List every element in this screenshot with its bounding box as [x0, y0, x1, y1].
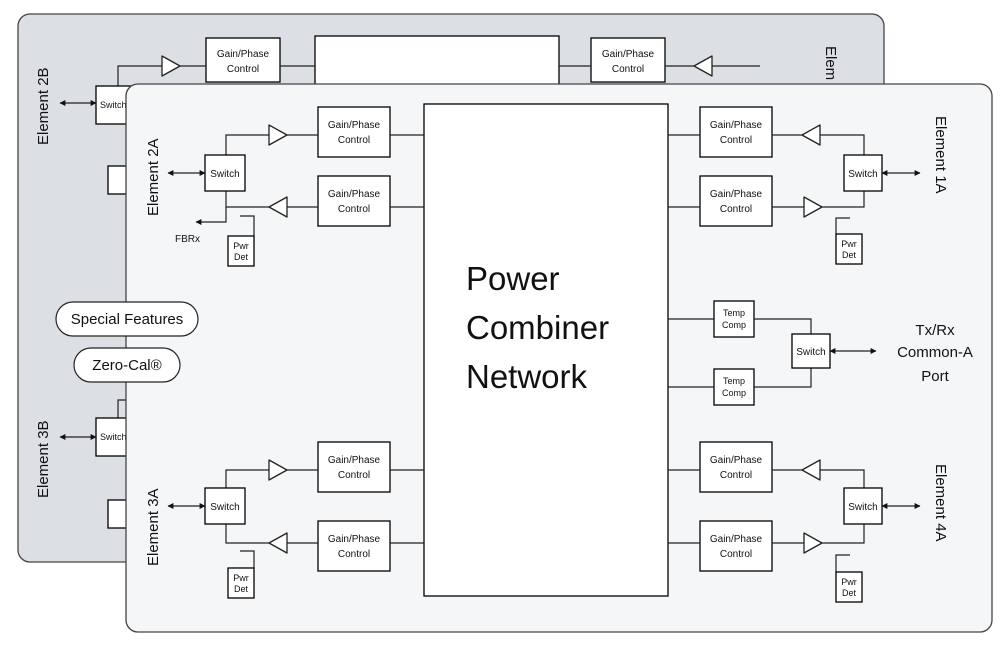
pwr-det-2a-box	[227, 235, 255, 267]
element-1a-chain: Element 1A Gain/Phase Control Gain/Phase…	[668, 106, 949, 265]
pwr-det-2a-label-2: Det	[234, 252, 249, 262]
gain-phase-box-2a-lower	[317, 175, 391, 227]
pwr-det-1a-label-2: Det	[842, 250, 857, 260]
port-label-line-1: Tx/Rx	[915, 322, 955, 339]
fbrx-label: FBRx	[175, 234, 200, 245]
back-top-left-chain: Gain/Phase Control Switch Element 2B	[35, 37, 315, 195]
special-features-label: Special Features	[71, 311, 184, 328]
switch-1a-box	[843, 154, 883, 192]
gain-phase-3a-upper-label-2: Control	[338, 470, 370, 481]
back-gain-phase-label-1: Gain/Phase	[217, 49, 270, 60]
gain-phase-2a-upper-label-2: Control	[338, 135, 370, 146]
gain-phase-3a-lower-label-2: Control	[338, 549, 370, 560]
pwr-det-3a-label-2: Det	[234, 584, 249, 594]
pwr-det-4a-box	[835, 571, 863, 603]
back-top-right-chain: Gain/Phase Control Elem	[559, 37, 839, 83]
feature-badges: Special Features Zero-Cal®	[55, 301, 199, 383]
gain-phase-box-3a-lower	[317, 520, 391, 572]
gain-phase-box-4a-lower	[699, 520, 773, 572]
temp-comp-lower-label-1: Temp	[723, 376, 745, 386]
back-gain-phase-label-2: Control	[227, 64, 259, 75]
gain-phase-box-1a-upper	[699, 106, 773, 158]
element-2a-chain: Element 2A Gain/Phase Control Gain/Phase…	[145, 106, 424, 267]
front-board: Power Combiner Network Element 2A Gain/P…	[125, 83, 993, 633]
switch-4a-label: Switch	[848, 502, 877, 513]
gain-phase-2a-lower-label-2: Control	[338, 204, 370, 215]
element-1b-partial-label: Elem	[822, 46, 839, 80]
switch-common-label: Switch	[796, 347, 825, 358]
pwr-det-2a-label-1: Pwr	[233, 241, 249, 251]
amplifier-4a-tx-icon	[803, 532, 823, 554]
gain-phase-2a-lower-label-1: Gain/Phase	[328, 189, 381, 200]
temp-comp-upper-label-1: Temp	[723, 308, 745, 318]
pwr-det-4a-label-2: Det	[842, 588, 857, 598]
network-title-line-3: Network	[466, 358, 588, 395]
gain-phase-box-4a-upper	[699, 441, 773, 493]
temp-comp-box-lower	[713, 368, 755, 406]
gain-phase-box-3a-upper	[317, 441, 391, 493]
port-label-line-3: Port	[921, 368, 949, 385]
gain-phase-1a-upper-label-2: Control	[720, 135, 752, 146]
network-title-line-2: Combiner	[466, 309, 609, 346]
gain-phase-1a-upper-label-1: Gain/Phase	[710, 120, 763, 131]
back-gain-phase-right-label-1: Gain/Phase	[602, 49, 655, 60]
common-port-chain: Temp Comp Temp Comp Switch Tx/Rx Common-…	[668, 300, 973, 406]
gain-phase-4a-lower-label-1: Gain/Phase	[710, 534, 763, 545]
pwr-det-4a-label-1: Pwr	[841, 577, 857, 587]
gain-phase-4a-lower-label-2: Control	[720, 549, 752, 560]
pwr-det-3a-box	[227, 567, 255, 599]
amplifier-2a-rx-icon	[268, 196, 288, 218]
switch-3a-box	[204, 487, 246, 525]
port-label-line-2: Common-A	[897, 344, 973, 361]
element-4a-chain: Element 4A Gain/Phase Control Gain/Phase…	[668, 441, 949, 603]
element-3a-label: Element 3A	[145, 488, 162, 566]
gain-phase-3a-upper-label-1: Gain/Phase	[328, 455, 381, 466]
element-2a-label: Element 2A	[145, 138, 162, 216]
gain-phase-3a-lower-label-1: Gain/Phase	[328, 534, 381, 545]
gain-phase-1a-lower-label-1: Gain/Phase	[710, 189, 763, 200]
element-2b-label: Element 2B	[35, 67, 52, 145]
temp-comp-upper-label-2: Comp	[722, 320, 746, 330]
gain-phase-box-2a-upper	[317, 106, 391, 158]
gain-phase-4a-upper-label-1: Gain/Phase	[710, 455, 763, 466]
switch-3a-label: Switch	[210, 502, 239, 513]
back-gain-phase-box-right	[590, 37, 666, 83]
gain-phase-2a-upper-label-1: Gain/Phase	[328, 120, 381, 131]
element-3a-chain: Element 3A Gain/Phase Control Gain/Phase…	[145, 441, 424, 599]
amplifier-1a-tx-icon	[803, 196, 823, 218]
pwr-det-1a-box	[835, 233, 863, 265]
pwr-det-3a-label-1: Pwr	[233, 573, 249, 583]
amplifier-3a-rx-icon	[268, 532, 288, 554]
switch-2a-label: Switch	[210, 169, 239, 180]
back-gain-phase-right-label-2: Control	[612, 64, 644, 75]
special-features-badge	[55, 301, 199, 337]
switch-1a-label: Switch	[848, 169, 877, 180]
gain-phase-box-1a-lower	[699, 175, 773, 227]
back-switch-label: Switch	[100, 100, 127, 110]
zero-cal-label: Zero-Cal®	[92, 357, 161, 374]
temp-comp-lower-label-2: Comp	[722, 388, 746, 398]
back-switch-bottom-label: Switch	[100, 432, 127, 442]
element-4a-label: Element 4A	[932, 464, 949, 542]
pwr-det-1a-label-1: Pwr	[841, 239, 857, 249]
element-1a-label: Element 1A	[932, 116, 949, 194]
switch-2a-box	[204, 154, 246, 192]
power-combiner-network-box	[423, 103, 669, 597]
zero-cal-badge	[73, 347, 181, 383]
network-title-line-1: Power	[466, 260, 560, 297]
temp-comp-box-upper	[713, 300, 755, 338]
gain-phase-4a-upper-label-2: Control	[720, 470, 752, 481]
switch-4a-box	[843, 487, 883, 525]
element-3b-label: Element 3B	[35, 420, 52, 498]
back-gain-phase-box	[205, 37, 281, 83]
gain-phase-1a-lower-label-2: Control	[720, 204, 752, 215]
